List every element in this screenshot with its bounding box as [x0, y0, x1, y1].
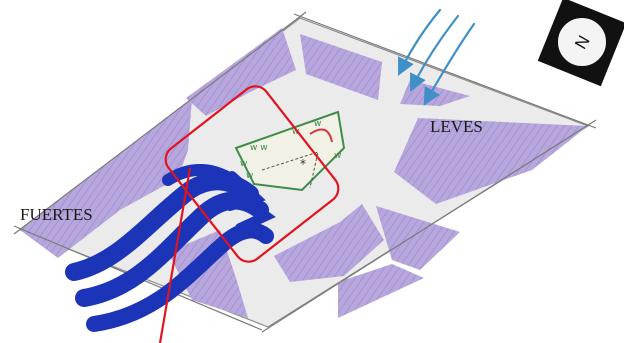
light-winds-label: LEVES [430, 117, 483, 136]
svg-text:w: w [240, 159, 247, 169]
strong-winds-label: FUERTES [20, 205, 93, 224]
svg-text:w w: w w [250, 143, 268, 153]
light-wind-arrow-1 [402, 10, 440, 68]
block-east [394, 118, 588, 204]
svg-text:w: w [334, 151, 341, 161]
svg-text:w: w [246, 171, 253, 181]
north-compass-icon: N [538, 0, 624, 86]
svg-text:w: w [314, 119, 321, 129]
svg-text:*: * [300, 157, 306, 171]
